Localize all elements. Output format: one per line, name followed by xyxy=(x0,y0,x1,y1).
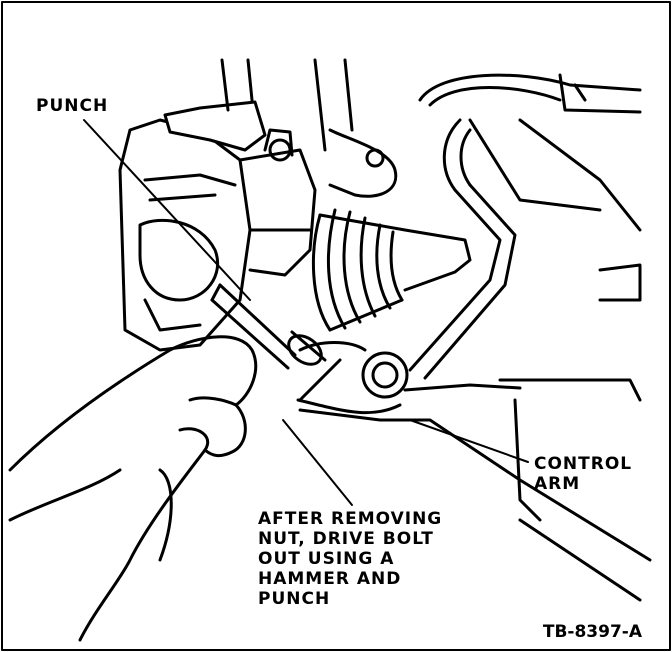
punch-tool xyxy=(210,283,297,370)
control-arm xyxy=(296,341,652,602)
cv-joint-boot xyxy=(311,208,472,332)
instruction-line: AFTER REMOVING xyxy=(258,509,443,529)
punch-leader xyxy=(83,119,251,301)
control-arm-label: CONTROL ARM xyxy=(534,454,632,494)
control-arm-label-line: CONTROL xyxy=(534,454,633,474)
control-arm-leader xyxy=(409,419,529,463)
instruction-line: OUT USING A xyxy=(258,549,395,569)
control-arm-label-line: ARM xyxy=(534,474,581,494)
hand xyxy=(8,335,258,642)
figure-id: TB-8397-A xyxy=(542,622,642,642)
control-arm-bolt xyxy=(287,330,327,366)
instruction-line: HAMMER AND xyxy=(258,569,402,589)
tie-rod xyxy=(408,118,517,380)
instruction-label: AFTER REMOVING NUT, DRIVE BOLT OUT USING… xyxy=(258,509,442,609)
brake-caliper xyxy=(118,100,317,352)
leader-lines xyxy=(83,119,529,506)
punch-label: PUNCH xyxy=(36,96,109,116)
instruction-line: PUNCH xyxy=(258,589,331,609)
chassis-frame xyxy=(418,73,642,302)
instruction-line: NUT, DRIVE BOLT xyxy=(258,529,434,549)
instruction-leader xyxy=(282,419,353,506)
strut-assembly xyxy=(220,58,398,198)
